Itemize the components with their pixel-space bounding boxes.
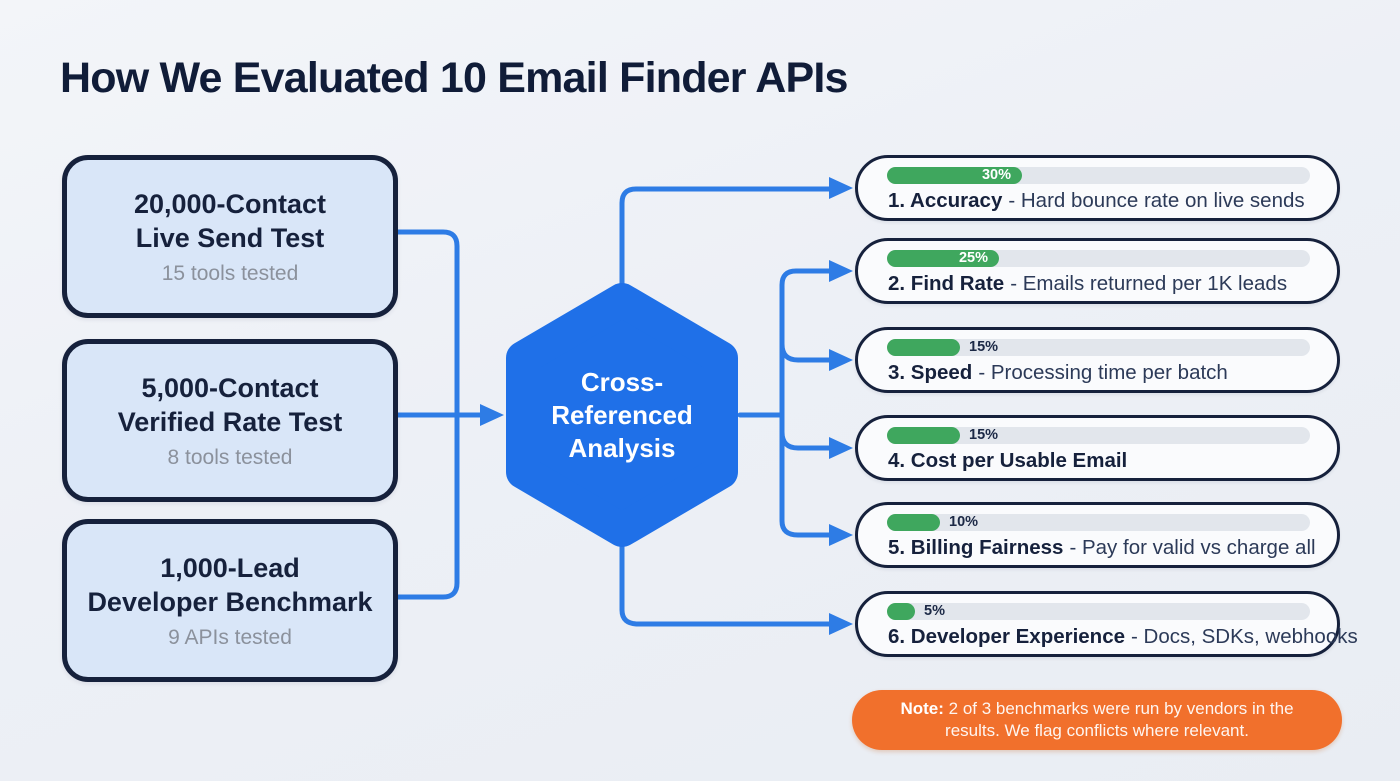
arrowheads xyxy=(480,177,853,635)
criteria-box-accuracy: 30% 1. Accuracy- Hard bounce rate on liv… xyxy=(855,155,1340,221)
arrowhead-icon xyxy=(829,524,853,546)
criteria-text: 1. Accuracy- Hard bounce rate on live se… xyxy=(888,189,1318,213)
criteria-description: - Docs, SDKs, webhooks xyxy=(1131,625,1358,648)
weight-bar-track: 10% xyxy=(887,514,1310,531)
connector-hub-to-cost xyxy=(779,429,834,451)
weight-bar-track: 15% xyxy=(887,339,1310,356)
arrowhead-icon xyxy=(829,349,853,371)
arrowhead-icon xyxy=(829,613,853,635)
criteria-box-cost: 15% 4. Cost per Usable Email xyxy=(855,415,1340,481)
criteria-description: - Emails returned per 1K leads xyxy=(1010,272,1288,295)
connector-hub-to-accuracy xyxy=(619,186,834,303)
input-title: 1,000-Lead Developer Benchmark xyxy=(87,551,372,619)
weight-bar-fill xyxy=(887,427,960,444)
criteria-label: 5. Billing Fairness xyxy=(888,536,1064,559)
input-subtitle: 8 tools tested xyxy=(167,446,293,469)
hub-label: Cross- Referenced Analysis xyxy=(508,283,736,547)
connector-hub-to-findrate xyxy=(779,268,834,420)
connector-hub-to-devex xyxy=(619,527,834,627)
weight-bar-track: 5% xyxy=(887,603,1310,620)
weight-bar-fill xyxy=(887,514,940,531)
weight-bar-track: 25% xyxy=(887,250,1310,267)
arrowhead-icon xyxy=(829,437,853,459)
note-label: Note: xyxy=(900,699,944,718)
page-title: How We Evaluated 10 Email Finder APIs xyxy=(60,54,848,102)
weight-label: 30% xyxy=(981,167,1011,183)
criteria-label: 1. Accuracy xyxy=(888,189,1003,212)
weight-label: 25% xyxy=(958,250,988,266)
weight-label: 10% xyxy=(949,514,979,530)
input-subtitle: 9 APIs tested xyxy=(168,626,292,649)
criteria-text: 3. Speed- Processing time per batch xyxy=(888,361,1318,385)
weight-bar-fill xyxy=(887,339,960,356)
weight-bar-fill xyxy=(887,250,999,267)
hexagon-shape xyxy=(506,283,738,547)
weight-bar-track: 30% xyxy=(887,167,1310,184)
connector-lines xyxy=(385,186,834,627)
criteria-label: 3. Speed xyxy=(888,361,973,384)
criteria-box-speed: 15% 3. Speed- Processing time per batch xyxy=(855,327,1340,393)
criteria-description: - Processing time per batch xyxy=(978,361,1228,384)
criteria-box-billing-fairness: 10% 5. Billing Fairness- Pay for valid v… xyxy=(855,502,1340,568)
criteria-text: 4. Cost per Usable Email xyxy=(888,449,1318,473)
criteria-text: 6. Developer Experience- Docs, SDKs, web… xyxy=(888,625,1358,649)
hub-label-line1: Cross- xyxy=(580,366,664,397)
input-box-developer-benchmark: 1,000-Lead Developer Benchmark 9 APIs te… xyxy=(62,519,398,682)
arrowhead-icon xyxy=(480,404,504,426)
input-title-line1: 5,000-Contact xyxy=(141,373,319,403)
weight-label: 15% xyxy=(969,339,999,355)
input-title-line1: 20,000-Contact xyxy=(133,189,327,219)
note-text: Note: 2 of 3 benchmarks were run by vend… xyxy=(852,698,1342,742)
connector-hub-to-speed xyxy=(779,341,834,363)
weight-label: 5% xyxy=(924,603,945,619)
criteria-label: 6. Developer Experience xyxy=(888,625,1126,648)
criteria-box-developer-experience: 5% 6. Developer Experience- Docs, SDKs, … xyxy=(855,591,1358,657)
connector-hub-to-billing xyxy=(779,410,834,538)
arrowhead-icon xyxy=(829,260,853,282)
input-subtitle: 15 tools tested xyxy=(161,262,299,285)
weight-label: 15% xyxy=(969,427,999,443)
hub-label-line3: Analysis xyxy=(568,432,676,463)
weight-bar-track: 15% xyxy=(887,427,1310,444)
input-title-line1: 1,000-Lead xyxy=(160,553,300,583)
criteria-label: 4. Cost per Usable Email xyxy=(888,449,1128,472)
input-title: 20,000-Contact Live Send Test xyxy=(134,187,326,255)
input-title-line2: Verified Rate Test xyxy=(117,407,343,437)
input-title: 5,000-Contact Verified Rate Test xyxy=(118,371,343,439)
weight-bar-fill xyxy=(887,603,915,620)
criteria-label: 2. Find Rate xyxy=(888,272,1005,295)
criteria-description: - Hard bounce rate on live sends xyxy=(1008,189,1305,212)
input-title-line2: Developer Benchmark xyxy=(87,587,373,617)
criteria-box-find-rate: 25% 2. Find Rate- Emails returned per 1K… xyxy=(855,238,1340,304)
criteria-text: 2. Find Rate- Emails returned per 1K lea… xyxy=(888,272,1318,296)
input-box-verified-rate-test: 5,000-Contact Verified Rate Test 8 tools… xyxy=(62,339,398,502)
note-body: 2 of 3 benchmarks were run by vendors in… xyxy=(945,699,1294,740)
hub-label-line2: Referenced xyxy=(551,399,693,430)
disclosure-note: Note: 2 of 3 benchmarks were run by vend… xyxy=(852,690,1342,750)
input-title-line2: Live Send Test xyxy=(135,223,325,253)
input-box-live-send-test: 20,000-Contact Live Send Test 15 tools t… xyxy=(62,155,398,318)
criteria-description: - Pay for valid vs charge all xyxy=(1069,536,1316,559)
arrowhead-icon xyxy=(829,177,853,199)
weight-bar-fill xyxy=(887,167,1022,184)
criteria-text: 5. Billing Fairness- Pay for valid vs ch… xyxy=(888,536,1318,560)
